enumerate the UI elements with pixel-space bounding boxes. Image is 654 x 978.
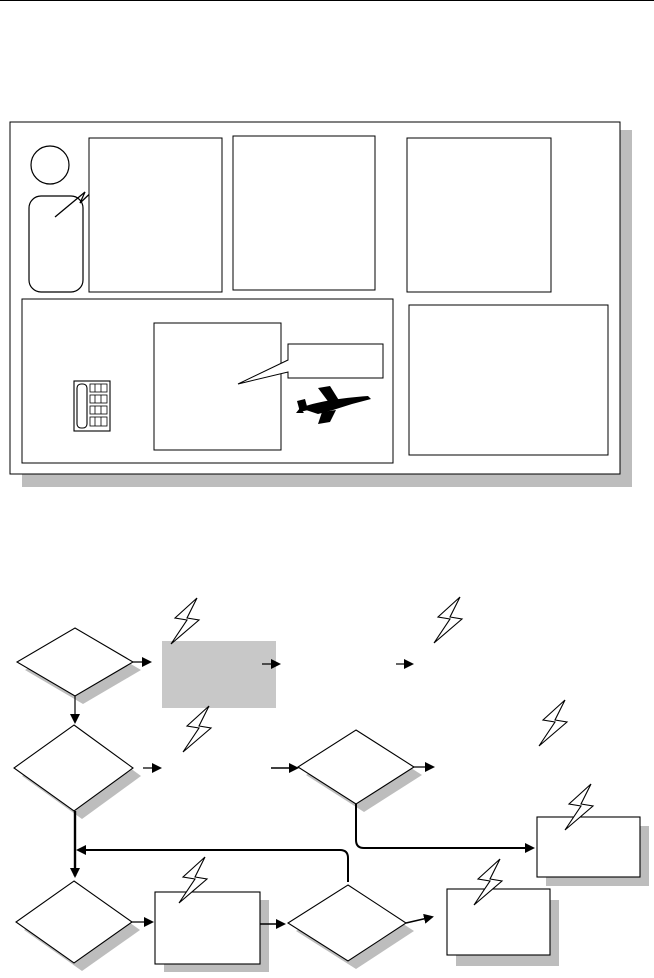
decision-4 [15, 880, 133, 964]
arrow-loop-back [76, 845, 349, 882]
decision-3 [296, 729, 416, 805]
scene-box-2 [232, 135, 376, 291]
scene-box-1 [88, 137, 223, 293]
lightning-icon [182, 705, 212, 753]
process-right [536, 816, 641, 878]
arrow-d5-to-box [405, 913, 434, 924]
decision-5 [286, 884, 408, 962]
scene-panel [9, 121, 632, 487]
decision-1 [15, 627, 135, 697]
flowchart [13, 596, 649, 972]
scene-inner-box [153, 322, 282, 451]
speech-bubble [237, 343, 384, 385]
lightning-icon [170, 597, 200, 645]
arrow-d3-to-box-right [355, 804, 535, 853]
process-bottom-right [446, 888, 551, 956]
highlight-box [162, 641, 276, 708]
process-bottom-left [154, 891, 261, 965]
decision-2 [13, 724, 134, 812]
lightning-icon [433, 596, 463, 644]
person-icon [28, 145, 84, 293]
airplane-icon [296, 386, 371, 424]
scene-box-4 [408, 304, 609, 456]
header-rule [0, 0, 654, 1]
lightning-icon [538, 699, 568, 747]
telephone-icon [73, 380, 111, 432]
scene-box-3 [406, 137, 552, 293]
